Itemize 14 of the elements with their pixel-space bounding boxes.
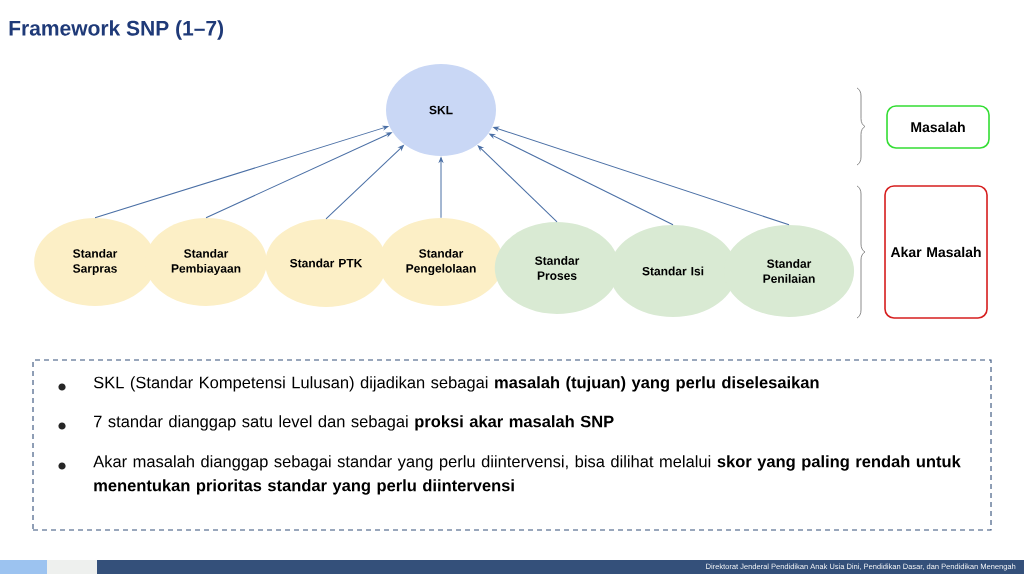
arrow bbox=[205, 132, 392, 219]
arrow bbox=[477, 145, 558, 223]
arrow bbox=[439, 157, 443, 219]
category-box: Masalah bbox=[886, 105, 990, 149]
bullet-text: SKL (Standar Kompetensi Lulusan) dijadikan sebagai masalah (tujuan) yang perlu diselesaikan bbox=[93, 376, 819, 392]
note-box bbox=[32, 359, 992, 531]
arrow bbox=[493, 126, 790, 226]
bullet-text: Akar masalah dianggap sebagai standar yang perlu diintervensi, bisa dilihat melalui skor yang paling rendah untuk menentukan prioritas standar yang perlu diintervensi bbox=[93, 455, 961, 495]
arrow bbox=[325, 145, 404, 220]
title: Framework SNP (1–7) bbox=[9, 20, 224, 40]
bullet-text: 7 standar dianggap satu level dan sebagai proksi akar masalah SNP bbox=[94, 415, 614, 431]
arrow bbox=[489, 133, 674, 226]
category-box: Akar Masalah bbox=[884, 185, 988, 319]
arrow bbox=[94, 125, 389, 219]
